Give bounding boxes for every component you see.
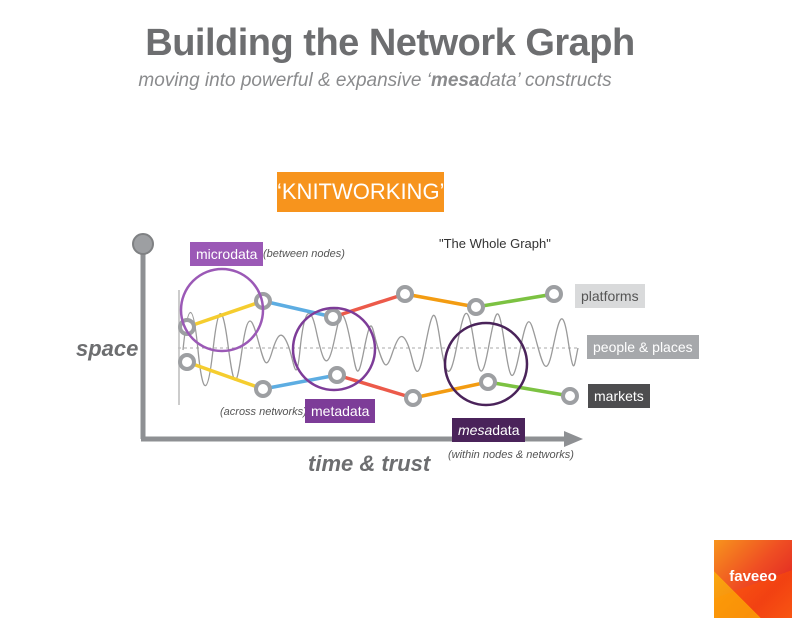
microdata-circle xyxy=(179,267,265,353)
page-title: Building the Network Graph xyxy=(145,22,635,64)
mesadata-label-rest: data xyxy=(492,422,520,438)
markets-series xyxy=(186,360,571,400)
metadata-label: metadata xyxy=(305,399,376,423)
faveeo-logo-text: faveeo xyxy=(729,568,777,585)
markets-segment-blue xyxy=(262,373,338,391)
y-axis-origin-dot xyxy=(132,233,154,255)
mesadata-circle xyxy=(443,321,529,407)
mesadata-label-bold: mesa xyxy=(458,422,493,438)
markets-segment-red xyxy=(336,373,414,400)
people-places-wave xyxy=(182,312,579,387)
whole-graph-label: "The Whole Graph" xyxy=(439,236,551,251)
subtitle-start: moving into powerful & expansive ‘ xyxy=(138,70,431,91)
y-axis-label: space xyxy=(76,336,139,361)
node xyxy=(254,380,272,398)
subtitle-bold: mesa xyxy=(430,70,480,91)
people-places-label: people & places xyxy=(587,335,699,359)
metadata-circle xyxy=(291,306,377,392)
metadata-note: (across networks) xyxy=(220,406,307,418)
markets-label: markets xyxy=(588,384,650,408)
node xyxy=(178,353,196,371)
node xyxy=(545,285,563,303)
node xyxy=(479,373,497,391)
subtitle-end: data’ constructs xyxy=(479,70,612,91)
mesadata-label: mesadata xyxy=(452,418,526,442)
platforms-segment-red xyxy=(332,292,406,319)
markets-segment-orange xyxy=(412,380,489,400)
knitworking-badge: ‘KNITWORKING’ xyxy=(277,172,444,212)
node xyxy=(396,285,414,303)
platforms-label: platforms xyxy=(575,284,645,308)
faveeo-logo: faveeo xyxy=(714,540,792,618)
node xyxy=(404,389,422,407)
x-axis-label: time & trust xyxy=(308,451,431,476)
microdata-label: microdata xyxy=(190,242,264,266)
node xyxy=(561,387,579,405)
node xyxy=(324,308,342,326)
mesadata-note: (within nodes & networks) xyxy=(448,449,574,461)
platforms-segment-green xyxy=(475,292,555,309)
node xyxy=(328,366,346,384)
platforms-segment-orange xyxy=(404,292,477,309)
x-axis-arrowhead xyxy=(564,431,583,447)
markets-segment-green xyxy=(487,380,571,398)
page-subtitle: moving into powerful & expansive ‘mesada… xyxy=(0,70,750,92)
node xyxy=(467,298,485,316)
markets-segment-yellow xyxy=(186,360,264,391)
platforms-segment-blue xyxy=(262,299,334,319)
platforms-series xyxy=(186,292,555,329)
microdata-note: (between nodes) xyxy=(263,248,345,260)
platforms-segment-yellow xyxy=(186,299,264,329)
